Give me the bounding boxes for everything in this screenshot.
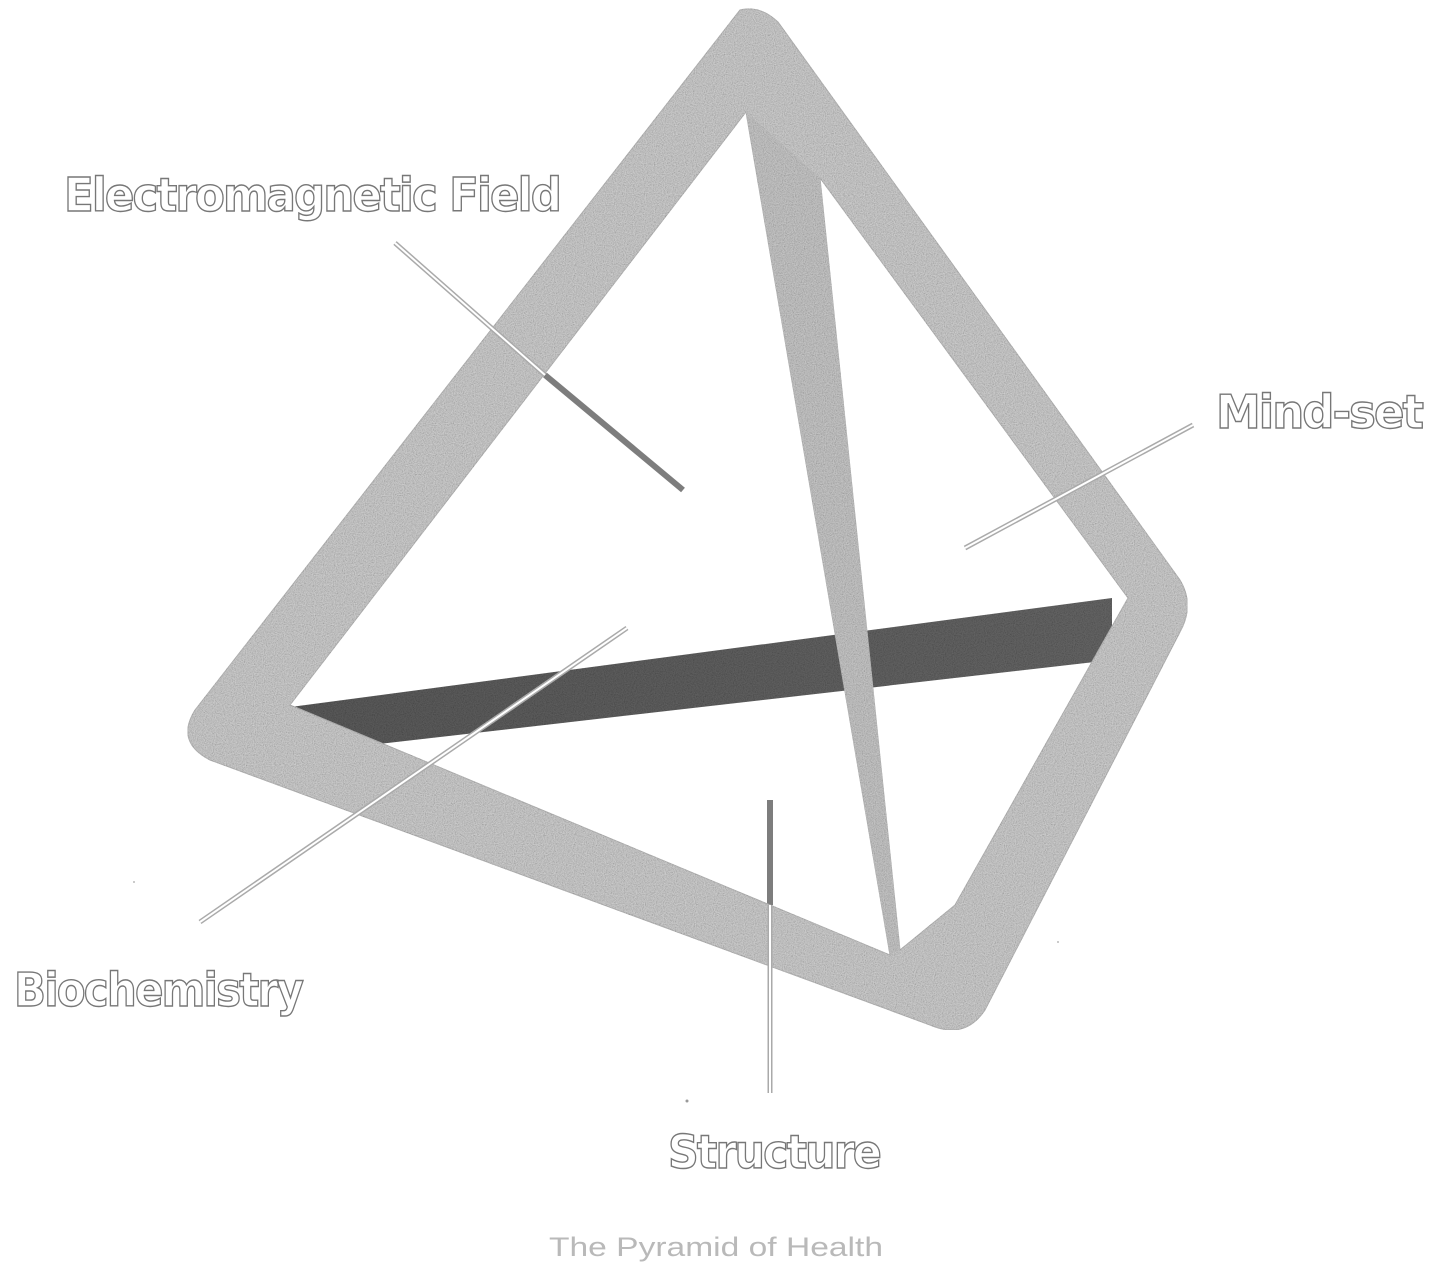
- electromagnetic-pointer-inner: [543, 372, 685, 493]
- mindset-label: Mind-set: [1216, 385, 1423, 439]
- speck: [133, 881, 135, 883]
- figure-caption: The Pyramid of Health: [549, 1232, 883, 1262]
- speck: [685, 1099, 689, 1103]
- biochemistry-label: Biochemistry: [14, 963, 304, 1017]
- pyramid-spine-edge: [746, 112, 900, 955]
- pyramid-back-edge: [283, 598, 1112, 755]
- speck: [1057, 941, 1059, 943]
- pointer-lines-back: [543, 372, 773, 905]
- structure-label: Structure: [668, 1125, 880, 1179]
- electromagnetic-pointer-highlight: [394, 242, 546, 376]
- pyramid-frame: [187, 8, 1188, 1031]
- biochemistry-pointer-highlight: [199, 627, 628, 923]
- electromagnetic-field-label: Electromagnetic Field: [64, 168, 560, 222]
- pyramid-front-faces: [187, 8, 1188, 1031]
- pointer-lines-front: [198, 241, 1195, 1093]
- mindset-pointer-highlight: [964, 424, 1194, 549]
